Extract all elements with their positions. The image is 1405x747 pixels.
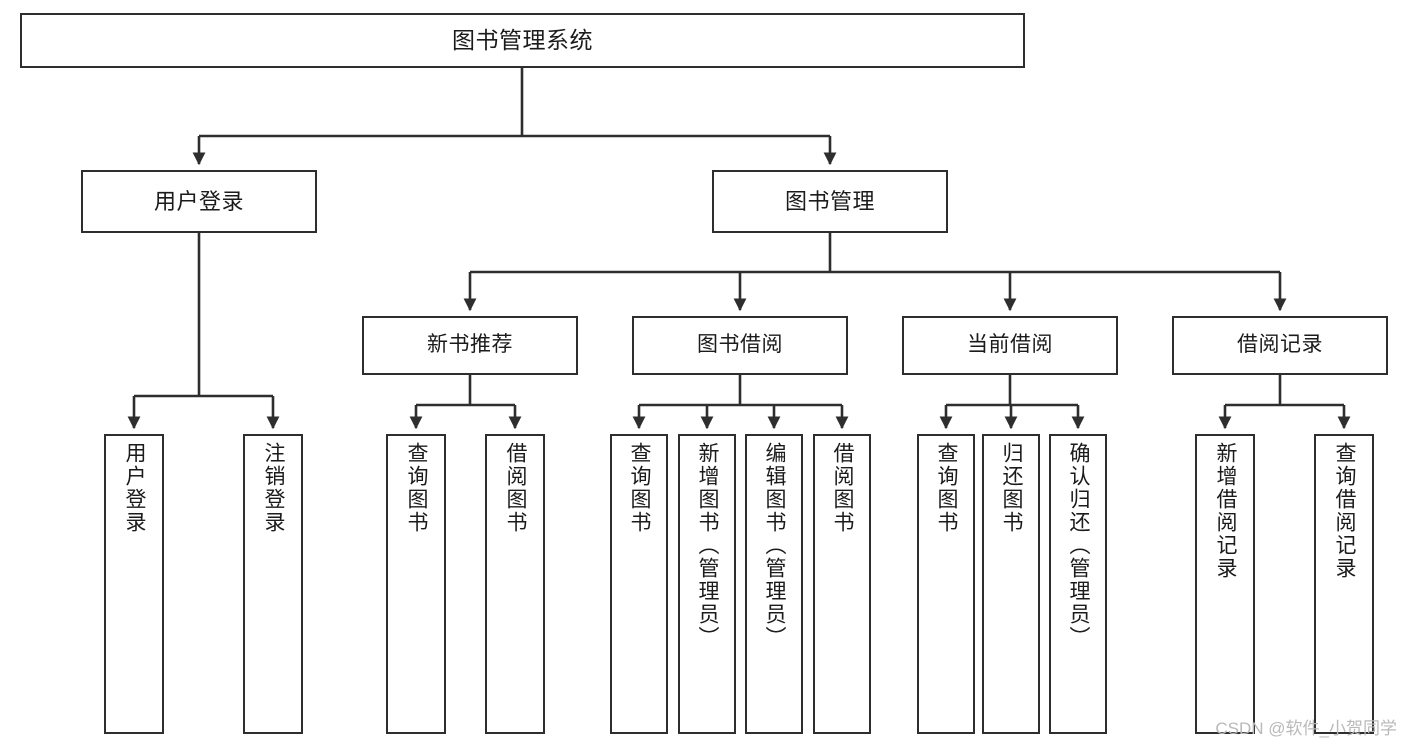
node-borrow-record-label: 借阅记录 [1237, 333, 1323, 357]
node-leaf-query-record-label: 查询借阅记录 [1333, 442, 1357, 580]
node-leaf-add-record-label: 新增借阅记录 [1214, 442, 1238, 580]
node-leaf-borrow-book-2[interactable]: 借阅图书 [813, 434, 871, 734]
node-leaf-add-book-label: 新增图书（管理员） [696, 442, 720, 649]
node-new-book-recommend[interactable]: 新书推荐 [362, 316, 578, 375]
node-leaf-user-logout[interactable]: 注销登录 [243, 434, 303, 734]
node-leaf-user-logout-label: 注销登录 [262, 442, 286, 534]
node-user-login[interactable]: 用户登录 [81, 170, 317, 233]
node-leaf-user-login-label: 用户登录 [123, 442, 147, 534]
node-leaf-query-book-2-label: 查询图书 [628, 442, 652, 534]
node-book-manage[interactable]: 图书管理 [712, 170, 948, 233]
node-leaf-borrow-book-2-label: 借阅图书 [831, 442, 855, 534]
node-leaf-return-book[interactable]: 归还图书 [982, 434, 1040, 734]
node-leaf-query-book-1-label: 查询图书 [405, 442, 429, 534]
node-leaf-query-book-3-label: 查询图书 [935, 442, 959, 534]
node-leaf-add-book[interactable]: 新增图书（管理员） [678, 434, 736, 734]
node-leaf-query-book-1[interactable]: 查询图书 [386, 434, 446, 734]
watermark: CSDN @软件_小贺同学 [1215, 719, 1397, 738]
node-current-borrow-label: 当前借阅 [967, 333, 1053, 357]
node-leaf-add-record[interactable]: 新增借阅记录 [1195, 434, 1255, 734]
node-root[interactable]: 图书管理系统 [20, 13, 1025, 68]
node-leaf-edit-book[interactable]: 编辑图书（管理员） [745, 434, 803, 734]
node-leaf-edit-book-label: 编辑图书（管理员） [763, 442, 787, 649]
node-leaf-confirm-return-label: 确认归还（管理员） [1067, 442, 1091, 649]
node-leaf-query-book-2[interactable]: 查询图书 [610, 434, 668, 734]
node-user-login-label: 用户登录 [153, 188, 244, 214]
node-book-manage-label: 图书管理 [784, 188, 875, 214]
node-leaf-return-book-label: 归还图书 [1000, 442, 1024, 534]
node-leaf-borrow-book-1-label: 借阅图书 [504, 442, 528, 534]
node-current-borrow[interactable]: 当前借阅 [902, 316, 1118, 375]
node-leaf-query-book-3[interactable]: 查询图书 [917, 434, 975, 734]
node-book-borrow-label: 图书借阅 [697, 333, 783, 357]
node-leaf-borrow-book-1[interactable]: 借阅图书 [485, 434, 545, 734]
node-leaf-confirm-return[interactable]: 确认归还（管理员） [1049, 434, 1107, 734]
node-leaf-user-login[interactable]: 用户登录 [104, 434, 164, 734]
node-leaf-query-record[interactable]: 查询借阅记录 [1314, 434, 1374, 734]
node-root-label: 图书管理系统 [452, 26, 593, 53]
node-borrow-record[interactable]: 借阅记录 [1172, 316, 1388, 375]
node-book-borrow[interactable]: 图书借阅 [632, 316, 848, 375]
node-new-book-recommend-label: 新书推荐 [427, 333, 513, 357]
